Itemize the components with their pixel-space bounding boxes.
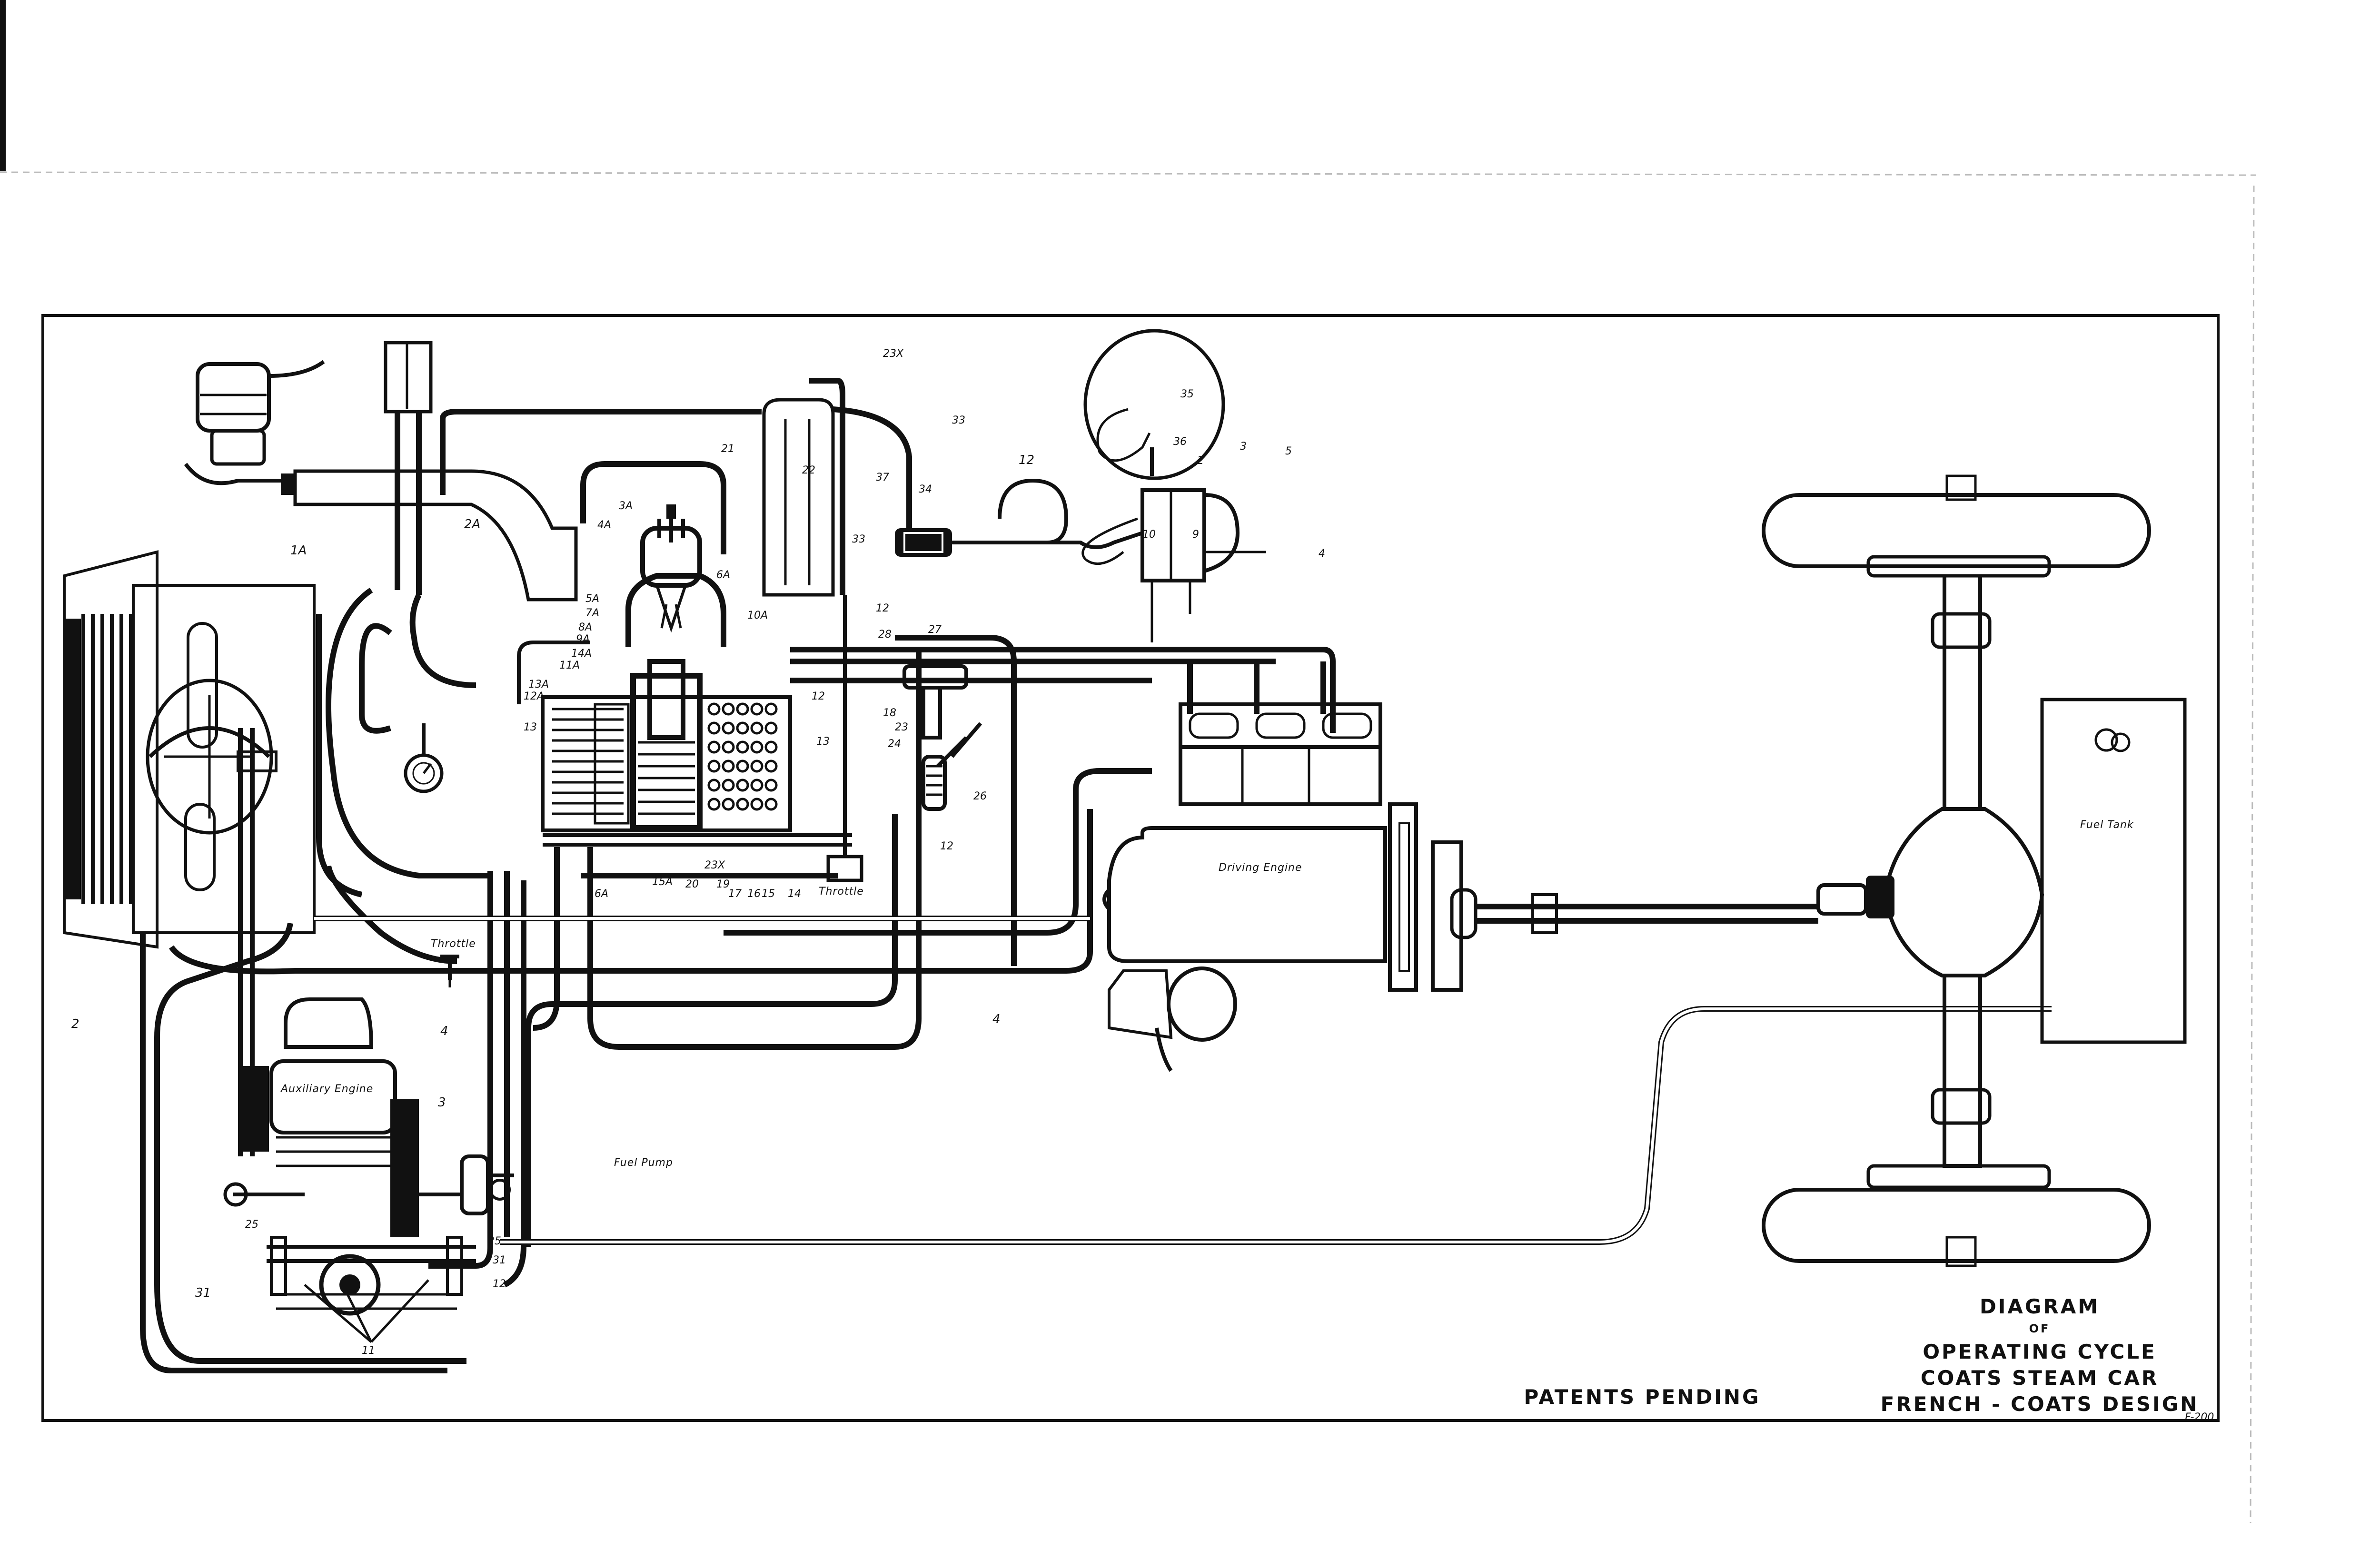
- part-label: 36: [1173, 436, 1187, 448]
- part-label: 9A: [576, 633, 590, 645]
- label-fuel-pump: Fuel Pump: [614, 1157, 673, 1169]
- part-label: 23X: [883, 348, 904, 360]
- part-label: 4: [992, 1012, 1001, 1026]
- fuel-strainer-can: [384, 341, 433, 595]
- part-label: 12: [876, 602, 889, 614]
- part-label: 12: [1019, 453, 1034, 467]
- part-label: 16: [747, 888, 761, 900]
- boiler-coils: [517, 641, 852, 847]
- part-label: 13: [816, 736, 830, 748]
- part-label: 31: [493, 1254, 506, 1266]
- part-label: 1A: [290, 543, 307, 558]
- part-label: 22: [802, 464, 815, 476]
- part-label: 17: [728, 888, 742, 900]
- part-label: 3: [438, 1095, 446, 1110]
- part-label: 19: [716, 878, 730, 890]
- label-fuel-tank: Fuel Tank: [2080, 819, 2134, 831]
- scan-edge-mark: [0, 0, 6, 171]
- part-label: 37: [876, 472, 889, 483]
- part-label: 16A: [588, 888, 608, 900]
- part-label: 25: [245, 1219, 258, 1231]
- part-label: 8A: [578, 621, 592, 633]
- title-block: DIAGRAM OF OPERATING CYCLE COATS STEAM C…: [1881, 1295, 2199, 1416]
- part-label: 5: [1285, 445, 1292, 457]
- part-label: 33: [852, 533, 865, 545]
- part-label: 35: [1180, 388, 1194, 400]
- main-throttle-valve: [826, 595, 863, 882]
- part-number-labels: 1A 2 2A 3 3A 4A 4 4 4 5A 6A 7A 8A 9A 10A…: [71, 348, 2214, 1423]
- steam-separator: [762, 378, 912, 597]
- title-line-2: OF: [2029, 1322, 2051, 1335]
- part-label: 2: [71, 1017, 79, 1031]
- fold-line-top: [0, 171, 2257, 176]
- part-label: 26: [973, 790, 987, 802]
- part-label: 23: [895, 721, 908, 733]
- part-label: 3A: [619, 500, 633, 512]
- part-label: 25: [488, 1235, 501, 1247]
- drawing-number: F-200: [2185, 1411, 2214, 1423]
- pressure-gauge: [404, 723, 444, 793]
- title-line-3: OPERATING CYCLE: [1923, 1340, 2156, 1363]
- radiator: [63, 550, 316, 1156]
- part-label: 13A: [528, 679, 549, 690]
- check-valve-assembly: [902, 664, 982, 811]
- part-label: 5A: [585, 593, 599, 605]
- part-label: 24: [888, 738, 901, 750]
- part-label: 9: [1192, 529, 1199, 541]
- label-driving-engine: Driving Engine: [1219, 862, 1302, 874]
- auxiliary-engine: [223, 997, 514, 1343]
- part-label: 7A: [585, 607, 599, 619]
- patents-pending: PATENTS PENDING: [1524, 1385, 1761, 1409]
- blower-motor: [184, 360, 578, 602]
- label-auxiliary-engine: Auxiliary Engine: [280, 1083, 373, 1095]
- part-label: 4: [1319, 548, 1325, 560]
- part-label: 14: [788, 888, 801, 900]
- label-throttle-main: Throttle: [819, 886, 864, 897]
- part-label: 27: [928, 624, 942, 636]
- title-line-1: DIAGRAM: [1980, 1295, 2100, 1318]
- part-label: 4: [440, 1024, 448, 1038]
- fold-line-right: [2250, 185, 2255, 1523]
- part-label: 33: [952, 414, 965, 426]
- aux-throttle-valve: [440, 955, 459, 987]
- part-label: 12: [812, 690, 825, 702]
- part-label: 6A: [716, 569, 730, 581]
- part-label: 10A: [747, 610, 768, 621]
- fuel-tank: [2040, 698, 2187, 1044]
- part-label: 28: [878, 629, 892, 641]
- part-label: 12: [493, 1278, 506, 1290]
- chassis-axle: [1762, 474, 2151, 1267]
- part-label: 34: [919, 483, 932, 495]
- burner-housing: [580, 461, 726, 647]
- part-label: 23X: [704, 859, 725, 871]
- part-label: 2A: [464, 517, 480, 532]
- part-label: 18: [883, 707, 896, 719]
- part-label: 10: [1142, 529, 1156, 541]
- part-label: 31: [195, 1286, 211, 1300]
- drawing-border: [41, 314, 2220, 1422]
- part-label: 11A: [559, 660, 580, 671]
- part-label: 4A: [597, 519, 611, 531]
- drive-shaft: [1450, 888, 1818, 939]
- steam-piping: [140, 409, 2052, 1373]
- driving-engine: [1102, 702, 1463, 1072]
- part-label: 13: [524, 721, 537, 733]
- part-label: 15A: [652, 876, 673, 888]
- part-label: 15: [762, 888, 775, 900]
- label-throttle-aux: Throttle: [431, 938, 476, 950]
- feed-injector: [895, 478, 1143, 557]
- part-label: 21: [721, 443, 734, 455]
- control-instrument: [1081, 329, 1266, 642]
- part-label: 3: [1240, 441, 1247, 453]
- part-label: 12: [940, 840, 953, 852]
- part-label: 2: [1197, 455, 1204, 467]
- part-label: 20: [685, 878, 699, 890]
- title-line-4: COATS STEAM CAR: [1921, 1366, 2159, 1390]
- part-label: 12A: [524, 690, 544, 702]
- part-label: 14A: [571, 648, 592, 660]
- part-label: 11: [362, 1345, 375, 1357]
- title-line-5: FRENCH - COATS DESIGN: [1881, 1392, 2199, 1416]
